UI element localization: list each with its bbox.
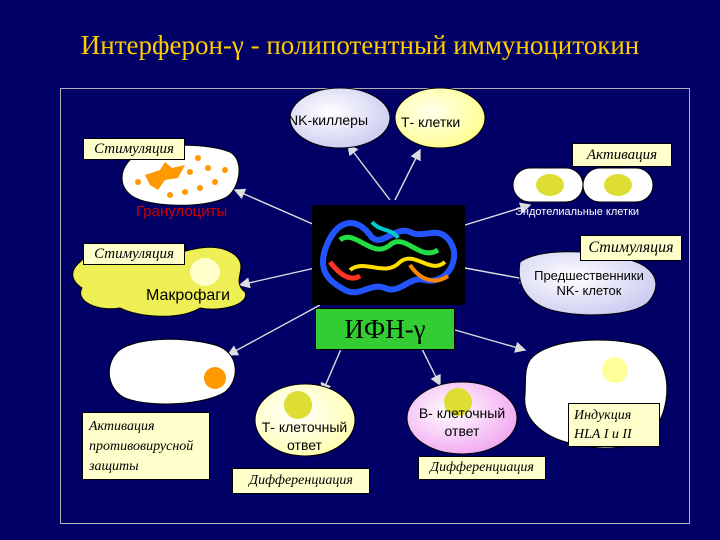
stim-macrophages-text: Стимуляция [94,246,174,262]
arrow-antiviral [226,304,321,356]
stim-nk-text: Стимуляция [588,239,674,256]
b-response-cell [406,381,518,455]
stim-granulocytes-box: Стимуляция [83,138,185,160]
nk-precursors-text: Предшественники NK- клеток [534,268,644,298]
page-title: Интерферон-γ - полипотентный иммуноциток… [80,30,640,60]
arrow-precursors [464,267,532,284]
arrow-b-response [419,344,441,387]
center-label: ИФН-γ [344,314,426,344]
granulocytes-label: Гранулоциты [136,203,228,220]
arrows [226,143,532,395]
b-response-label: В- клеточный ответ [403,404,521,440]
diff-b-text: Дифференциация [430,460,534,475]
ifn-gamma-structure-image [312,205,465,305]
antiviral-cell [108,338,236,405]
hla-text: Индукция HLA I и II [574,408,632,442]
arrow-macrophages [238,267,316,289]
diff-t-box: Дифференциация [232,468,370,494]
center-label-box: ИФН-γ [315,308,455,350]
arrow-hla [454,329,527,353]
b-response-text: В- клеточный ответ [418,405,506,439]
endothelial-cells [512,167,654,203]
arrow-granulocytes [233,188,316,226]
stim-granulocytes-text: Стимуляция [94,141,174,157]
t-cell-top [394,87,486,149]
antiviral-text: Активация противовирусной защиты [89,419,194,474]
t-response-cell [254,383,356,457]
arrow-t [394,148,421,201]
t-response-label: Т- клеточный ответ [252,418,357,454]
arrow-endothelial [464,202,532,226]
t-cells-label: Т- клетки [401,114,461,130]
diagram-frame [60,88,690,524]
stim-macrophages-box: Стимуляция [83,243,185,265]
granulocyte-cell [121,144,240,206]
diff-b-box: Дифференциация [418,456,546,480]
endothelial-label: Эндотелиальные клетки [515,206,640,218]
nk-precursors-label: Предшественники NK- клеток [525,268,653,298]
activation-endothelial-box: Активация [572,143,672,167]
macrophages-label: Макрофаги [146,287,231,304]
t-response-text: Т- клеточный ответ [261,419,348,453]
nk-killers-label: NK-киллеры [288,112,369,128]
stim-nk-box: Стимуляция [580,235,682,261]
activation-endothelial-text: Активация [586,147,658,163]
nk-killer-cell [289,87,391,149]
antiviral-box: Активация противовирусной защиты [82,412,210,480]
hla-box: Индукция HLA I и II [568,403,660,447]
arrow-nk [347,143,391,201]
diff-t-text: Дифференциация [249,473,353,488]
